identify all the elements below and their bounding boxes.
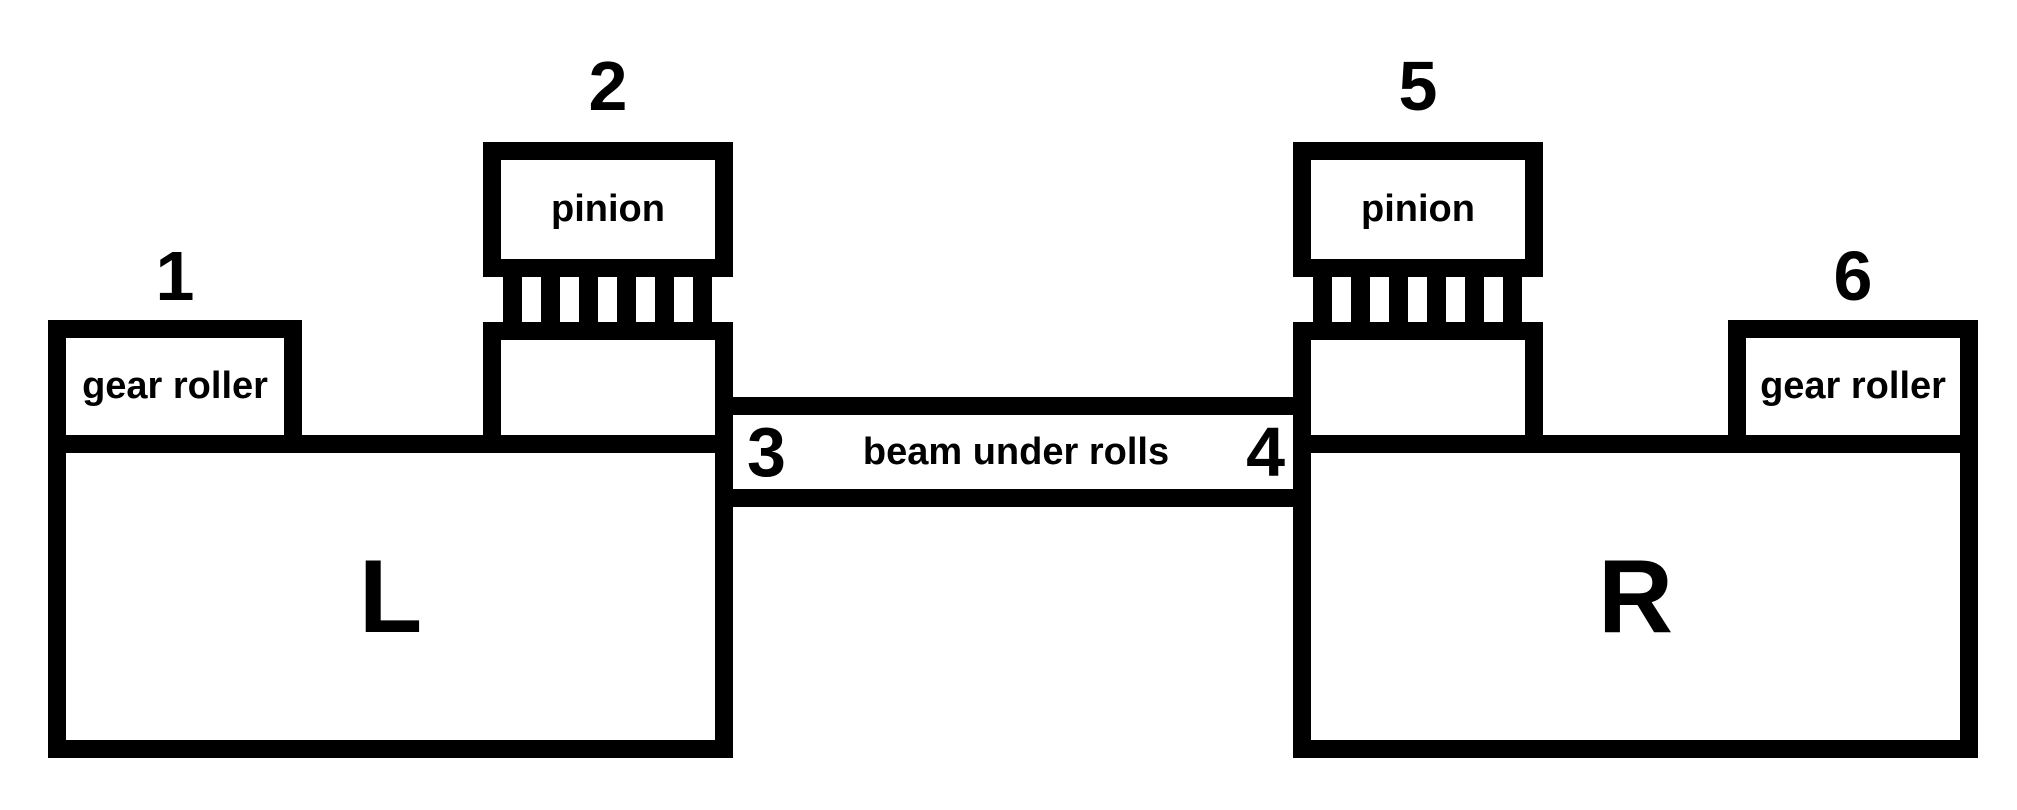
pinion-right-label: pinion [1361, 188, 1475, 230]
callout-4: 4 [1246, 413, 1285, 491]
beam-under-rolls: 3 beam under rolls 4 [713, 397, 1313, 507]
gear-roller-right: gear roller [1728, 320, 1978, 453]
beam-label: beam under rolls [862, 430, 1170, 473]
callout-2: 2 [588, 47, 628, 125]
block-left-letter: L [358, 538, 423, 655]
callout-5: 5 [1398, 47, 1438, 125]
gear-roller-left: gear roller [48, 320, 302, 453]
pedestal-right [1293, 322, 1543, 453]
block-left: L [48, 435, 733, 758]
gear-teeth-left-strip [503, 277, 713, 322]
gear-teeth-right-strip [1313, 277, 1523, 322]
gear-roller-left-label: gear roller [82, 365, 268, 407]
callout-1: 1 [155, 237, 195, 315]
block-right: R [1293, 435, 1978, 758]
callout-3: 3 [747, 413, 786, 491]
gear-teeth-left-icon [483, 277, 733, 322]
pedestal-left [483, 322, 733, 453]
pinion-left-label: pinion [551, 188, 665, 230]
pinion-right: pinion [1293, 142, 1543, 277]
callout-6: 6 [1833, 237, 1873, 315]
pinion-left: pinion [483, 142, 733, 277]
gear-roller-right-label: gear roller [1760, 365, 1946, 407]
block-right-letter: R [1597, 538, 1674, 655]
gear-teeth-right-icon [1293, 277, 1543, 322]
